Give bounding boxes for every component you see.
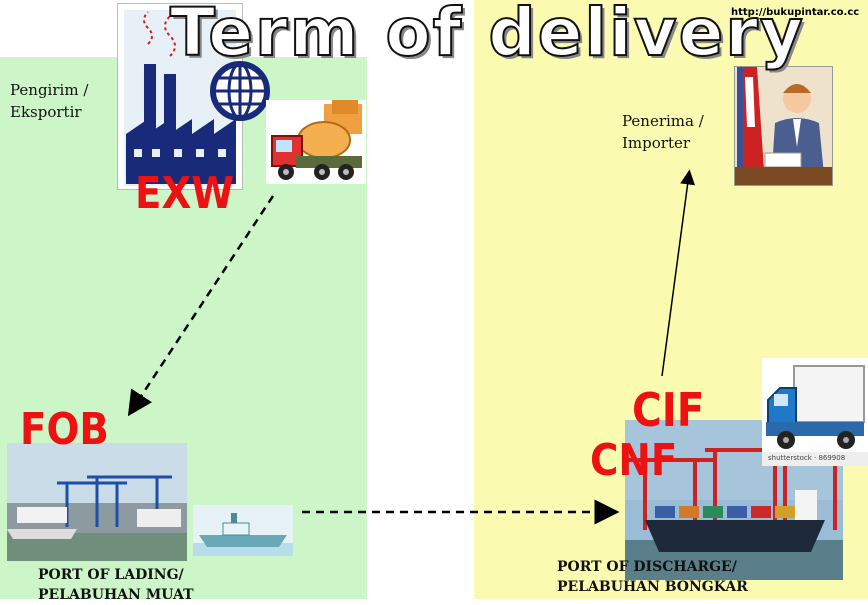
- exw-to-fob-arrow: [127, 195, 275, 417]
- port-of-lading-label: PORT OF LADING/ PELABUHAN MUAT: [38, 567, 194, 603]
- term-fob: FOB: [20, 404, 109, 455]
- page-title: Term of delivery: [169, 0, 805, 72]
- term-cif: CIF: [632, 383, 705, 437]
- term-cnf: CNF: [590, 435, 678, 486]
- van-watermark: shutterstock · 869908: [768, 454, 846, 462]
- cif-to-importer-arrow: [661, 169, 696, 377]
- port-of-discharge-label: PORT OF DISCHARGE/ PELABUHAN BONGKAR: [557, 559, 748, 595]
- cement-truck-icon: [266, 100, 366, 184]
- delivery-van-icon: shutterstock · 869908: [762, 358, 868, 466]
- container-ship-icon: [625, 420, 843, 580]
- exporter-label: Pengirim / Eksportir: [10, 81, 89, 121]
- source-url: http://bukupintar.co.cc: [731, 7, 860, 18]
- businessman-icon: [734, 66, 833, 186]
- harbor-cranes-icon: [7, 443, 187, 561]
- ship-icon: [193, 505, 293, 556]
- term-exw: EXW: [135, 168, 235, 219]
- importer-label: Penerima / Importer: [622, 112, 704, 152]
- globe-icon: [210, 61, 270, 121]
